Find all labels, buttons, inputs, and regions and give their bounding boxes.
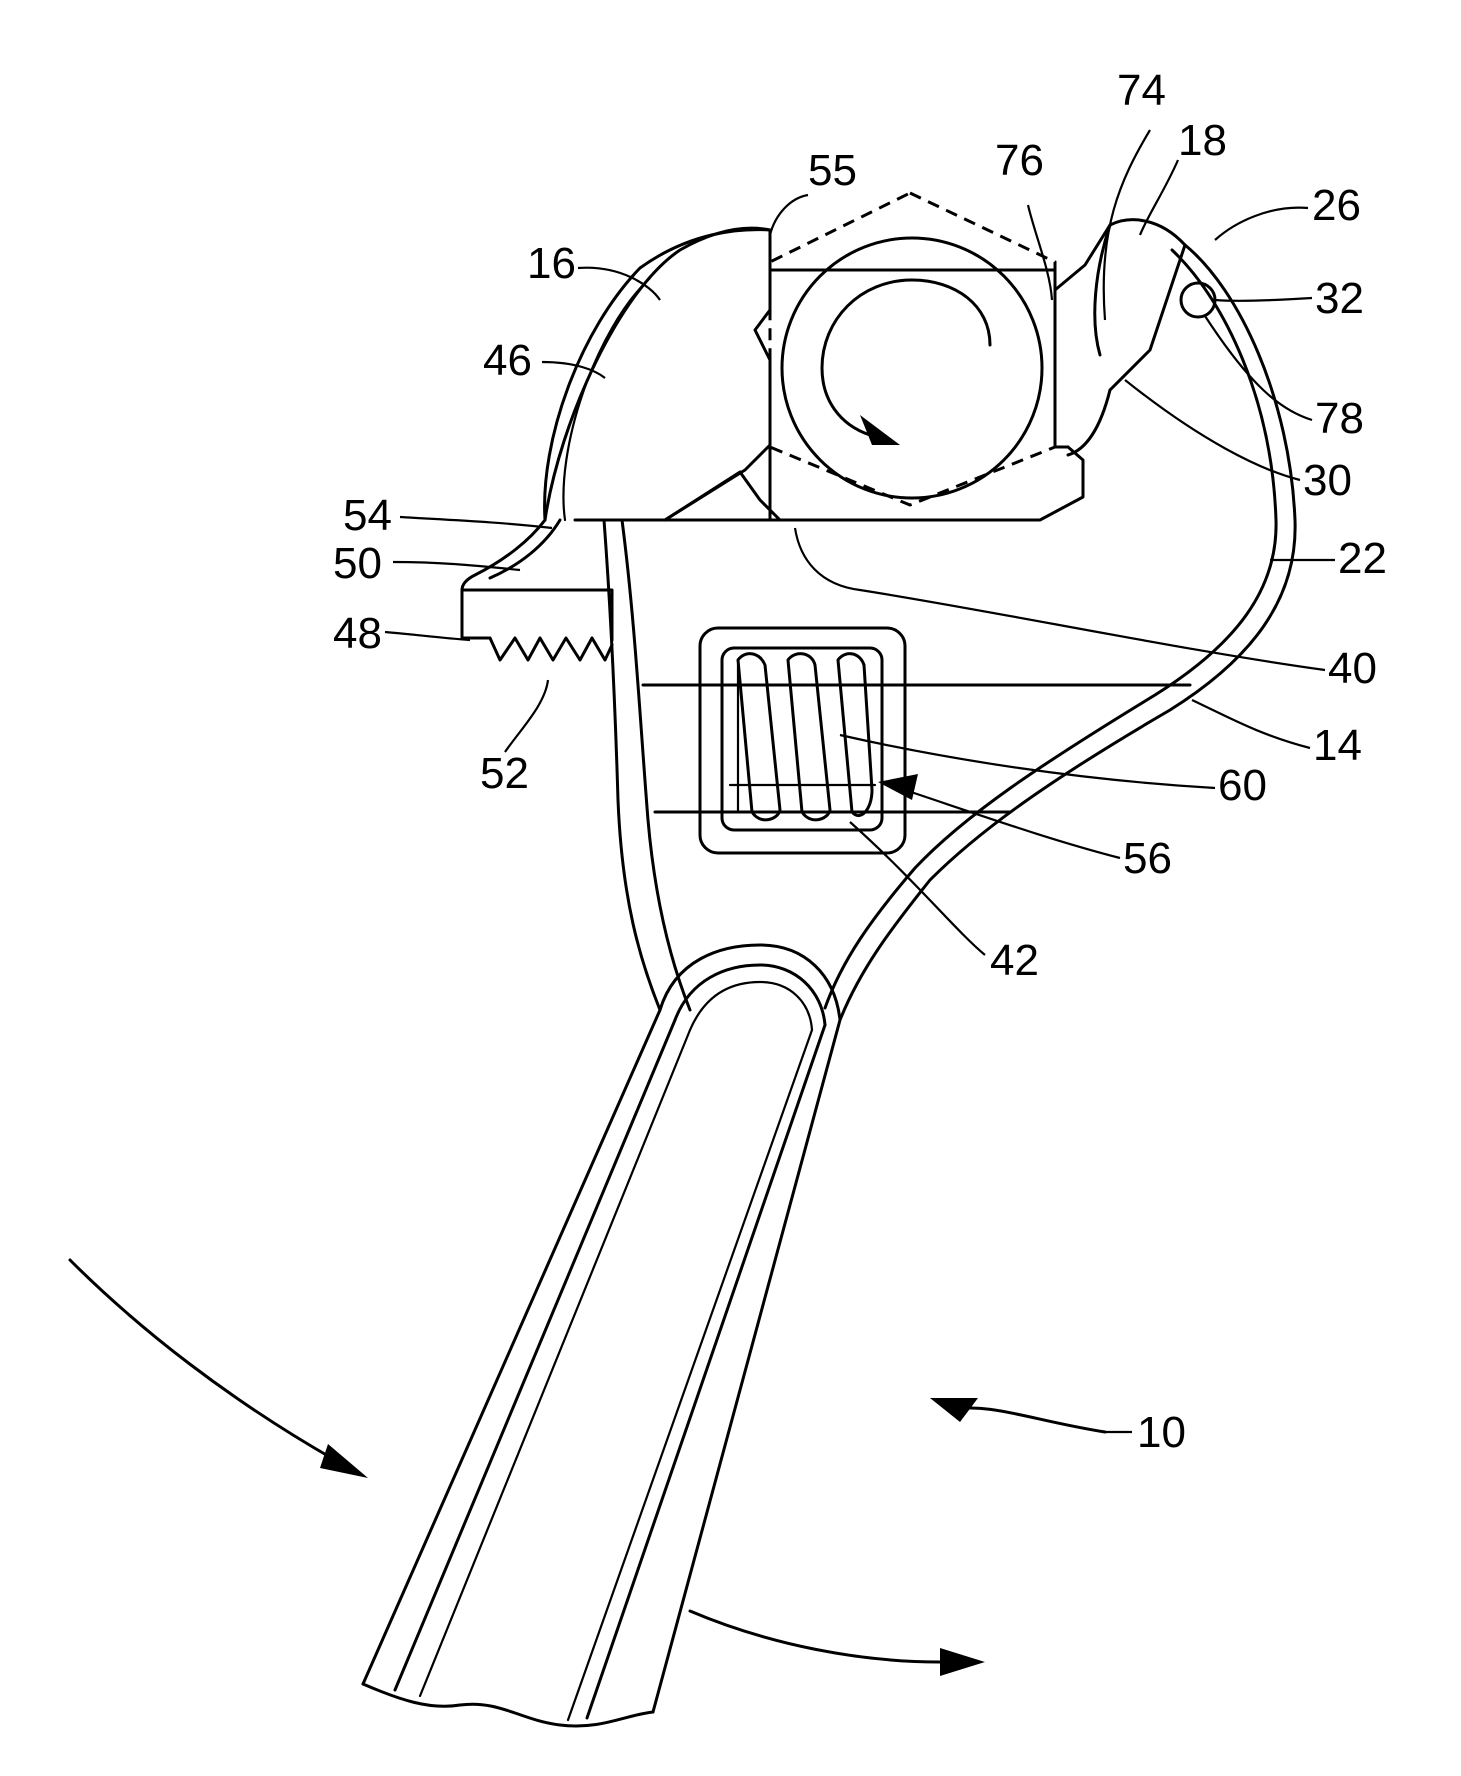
swing-arrows <box>70 1260 1105 1676</box>
label-60: 60 <box>1218 761 1267 810</box>
label-74: 74 <box>1117 66 1166 115</box>
worm-window <box>700 628 905 853</box>
label-55: 55 <box>808 146 857 195</box>
label-52: 52 <box>480 749 529 798</box>
label-10: 10 <box>1137 1408 1186 1457</box>
label-76: 76 <box>995 136 1044 185</box>
label-42: 42 <box>990 936 1039 985</box>
label-46: 46 <box>483 336 532 385</box>
label-26: 26 <box>1312 181 1361 230</box>
label-18: 18 <box>1178 116 1227 165</box>
label-48: 48 <box>333 609 382 658</box>
movable-jaw <box>462 228 770 660</box>
reference-numerals: 16 46 54 50 48 52 55 76 74 18 26 32 78 3… <box>333 66 1387 1457</box>
label-50: 50 <box>333 539 382 588</box>
label-22: 22 <box>1338 534 1387 583</box>
label-56: 56 <box>1123 834 1172 883</box>
label-40: 40 <box>1328 644 1377 693</box>
label-16: 16 <box>527 239 576 288</box>
hex-nut <box>770 193 1068 520</box>
pivot-jaw <box>1055 220 1215 455</box>
label-32: 32 <box>1315 274 1364 323</box>
label-14: 14 <box>1313 721 1362 770</box>
label-54: 54 <box>343 491 392 540</box>
label-30: 30 <box>1303 456 1352 505</box>
label-78: 78 <box>1315 394 1364 443</box>
